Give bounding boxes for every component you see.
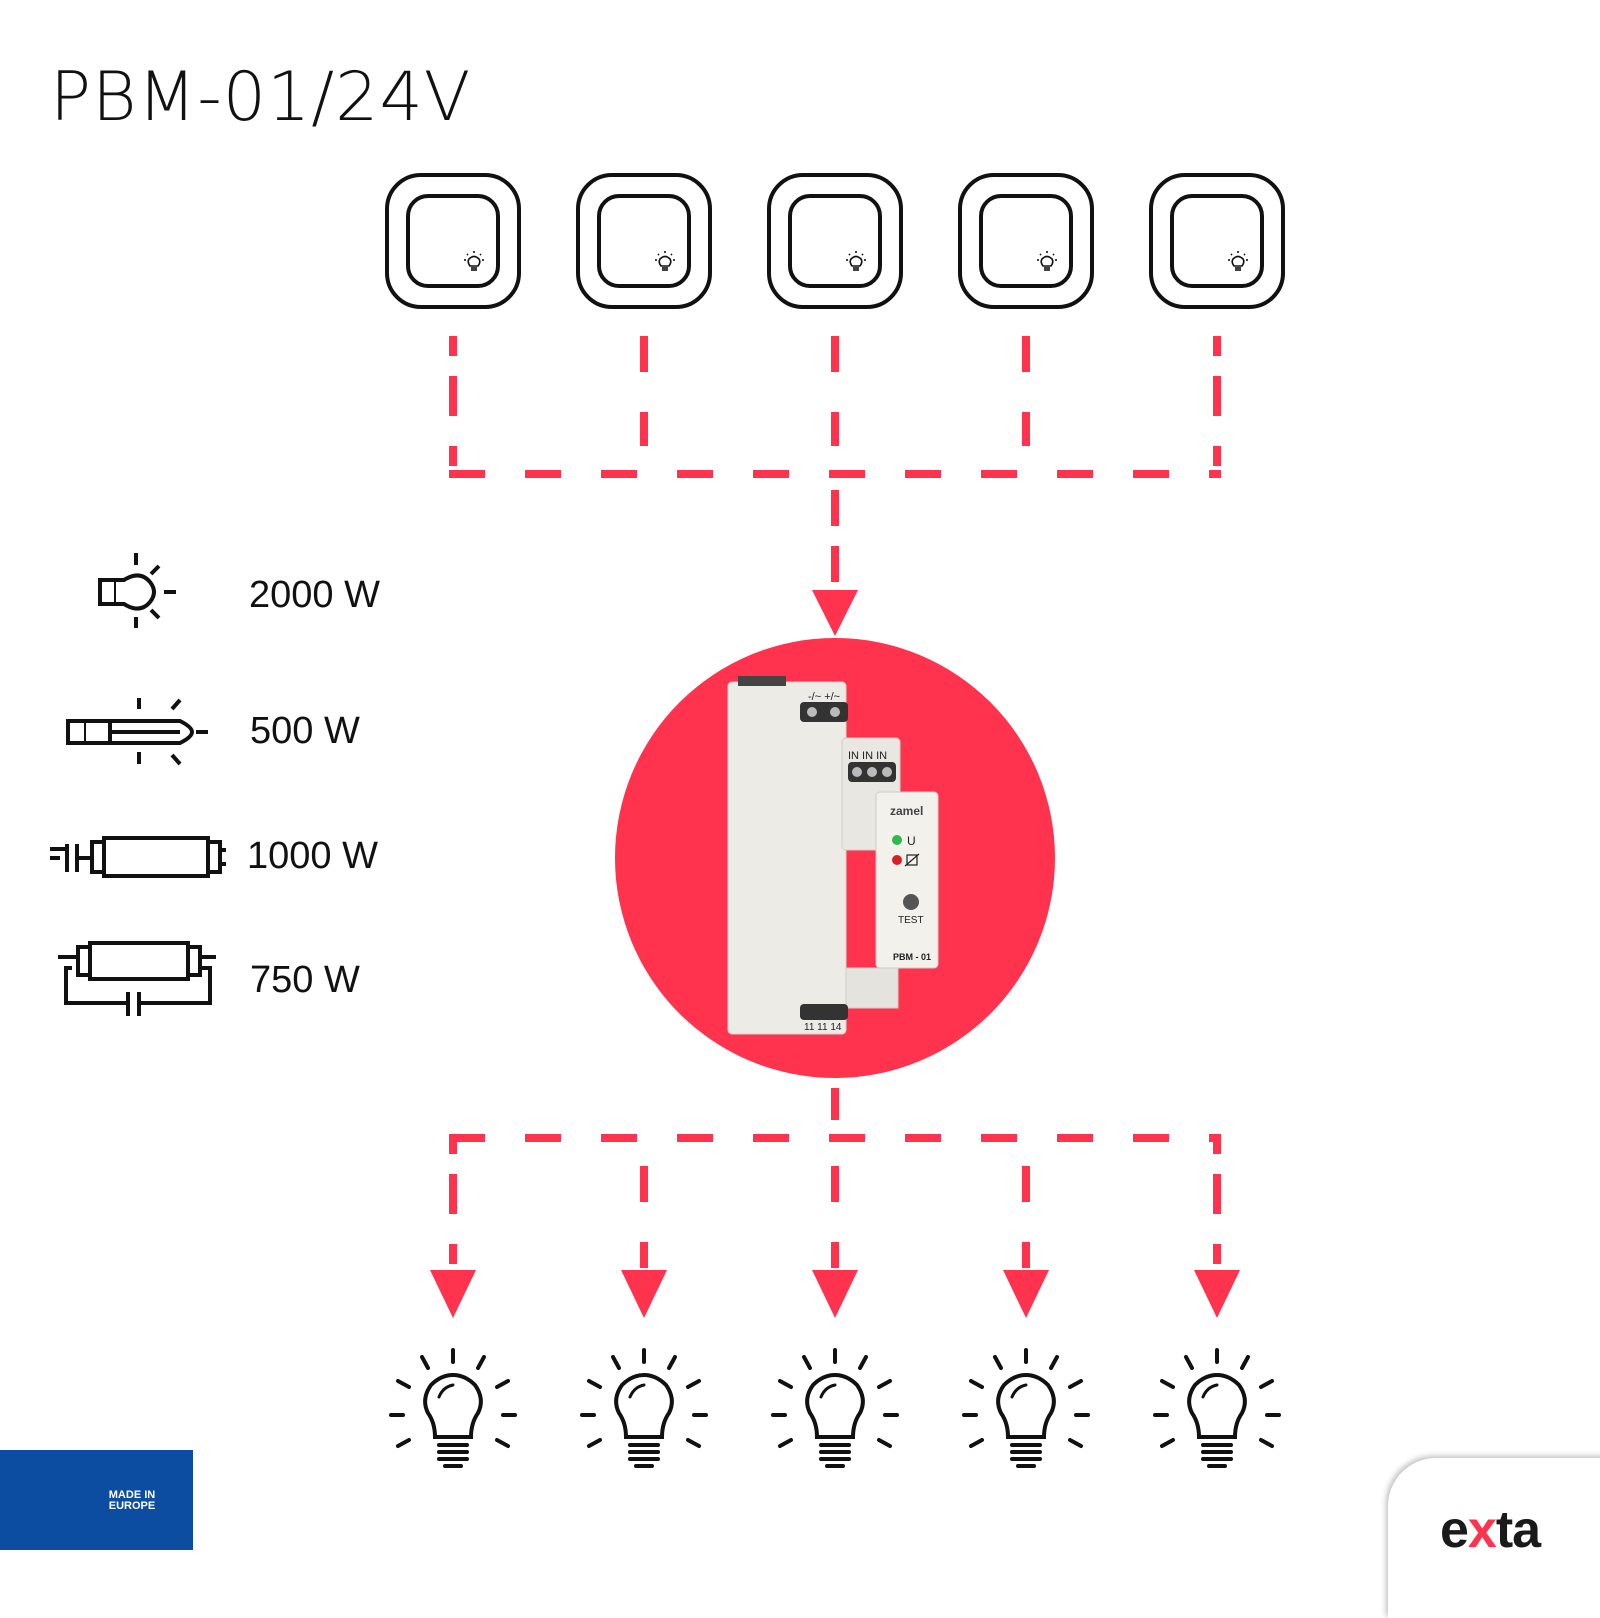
relay-icon (904, 853, 920, 867)
lamp-row (389, 1348, 1281, 1468)
arrow-down (812, 1270, 858, 1318)
input-wiring (449, 336, 1221, 590)
arrow-down (1194, 1270, 1240, 1318)
device-model-label: PBM - 01 (893, 952, 931, 962)
load-value-halogen: 500 W (250, 710, 360, 752)
device-brand: zamel (890, 804, 923, 818)
logo-part1: e (1440, 1501, 1469, 1559)
load-value-compensated: 750 W (250, 959, 360, 1001)
device-test-label: TEST (898, 915, 924, 926)
output-arrows (430, 1270, 1240, 1318)
device-top-terminals: -/~ +/~ (808, 691, 840, 703)
incandescent-bulb-icon (98, 553, 176, 628)
made-in-line: MADE IN (108, 1489, 156, 1501)
device-bottom-terminals: 11 11 14 (804, 1022, 842, 1033)
device-power-led-label: U (907, 834, 916, 848)
arrow-down (621, 1270, 667, 1318)
logo-accent: x (1467, 1501, 1497, 1559)
device-inputs: IN IN IN (848, 750, 887, 762)
logo-part2: ta (1495, 1501, 1541, 1559)
light-bulb-icon (771, 1348, 899, 1468)
light-switch-icon (576, 173, 712, 309)
europe-line: EUROPE (108, 1500, 156, 1512)
switch-row (385, 173, 1285, 309)
light-bulb-icon (580, 1348, 708, 1468)
made-in-europe-badge (0, 1450, 193, 1550)
light-switch-icon (767, 173, 903, 309)
page-title: PBM-01/24V (50, 58, 472, 137)
compensated-fluorescent-icon (58, 941, 216, 1016)
arrow-to-device (812, 590, 858, 636)
arrow-down (1003, 1270, 1049, 1318)
halogen-lamp-icon (66, 698, 208, 766)
light-bulb-icon (389, 1348, 517, 1468)
brand-tab (1388, 1458, 1600, 1618)
exta-logo: exta (1440, 1500, 1541, 1560)
light-switch-icon (958, 173, 1094, 309)
light-switch-icon (1149, 173, 1285, 309)
light-switch-icon (385, 173, 521, 309)
load-value-fluorescent: 1000 W (247, 835, 378, 877)
made-in-europe-text: MADE IN EUROPE (92, 1490, 172, 1512)
light-bulb-icon (962, 1348, 1090, 1468)
arrow-down (430, 1270, 476, 1318)
load-value-incandescent: 2000 W (249, 574, 380, 616)
light-bulb-icon (1153, 1348, 1281, 1468)
output-wiring (449, 1088, 1221, 1268)
fluorescent-tube-icon (50, 836, 226, 878)
device-illustration: -/~ +/~ IN IN IN zamel U TEST PBM - 01 1… (615, 638, 1055, 1078)
